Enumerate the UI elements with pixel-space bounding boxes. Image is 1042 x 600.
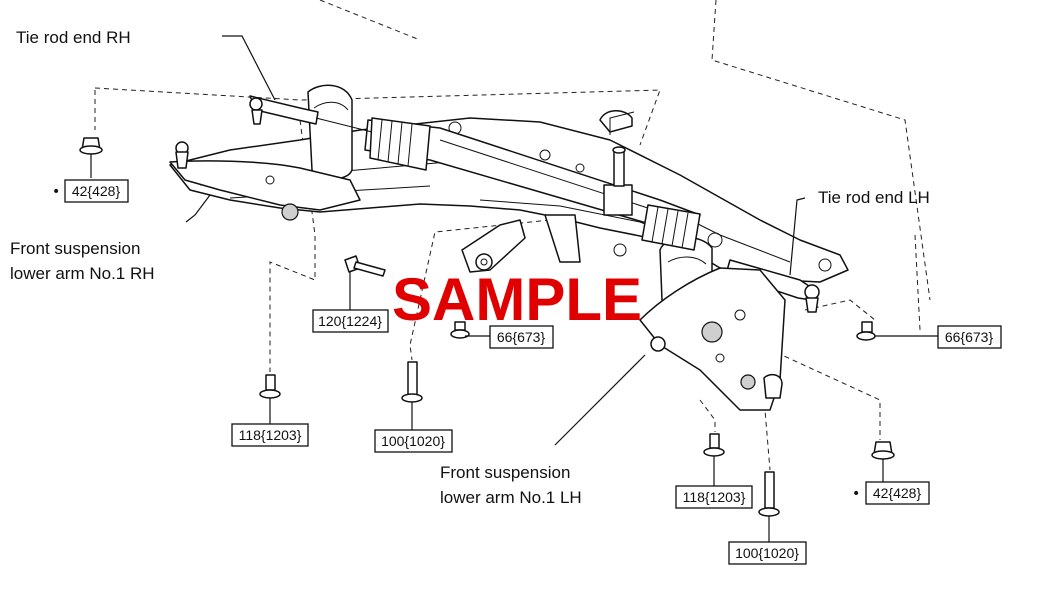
label-lower-arm-rh-line2: lower arm No.1 RH [10, 264, 155, 283]
part-labels: Tie rod end RH Tie rod end LH Front susp… [10, 28, 930, 507]
label-lower-arm-rh-line1: Front suspension [10, 239, 140, 258]
torque-callouts: 42{428} • 120{1224} 66{673} 66{673} 118{… [52, 179, 1002, 565]
flange-nut-rh [79, 137, 103, 155]
leader-lines [90, 35, 938, 542]
torque-nut-lh: 42{428} [873, 485, 922, 501]
dot-mark-rh: • [52, 184, 60, 200]
fasteners [79, 137, 895, 517]
torque-nut-rh: 42{428} [72, 183, 121, 199]
label-lower-arm-lh-line2: lower arm No.1 LH [440, 488, 582, 507]
torque-bolt-100-right: 100{1020} [735, 545, 799, 561]
flange-nut-lh [871, 441, 895, 460]
bolt-118-right [703, 433, 725, 457]
rack-boot-lh [641, 204, 701, 251]
tie-rod-end-rh-part [249, 95, 373, 133]
bolt-100-right [758, 471, 780, 517]
rack-boot-rh [369, 117, 431, 171]
torque-bolt-66-right: 66{673} [945, 329, 994, 345]
sample-watermark: SAMPLE [392, 266, 642, 333]
label-tie-rod-lh: Tie rod end LH [818, 188, 930, 207]
lower-arm-lh-part [639, 267, 786, 411]
torque-bolt-118-right: 118{1203} [683, 489, 746, 505]
label-tie-rod-rh: Tie rod end RH [16, 28, 131, 47]
lower-arm-rh-part [169, 141, 361, 221]
bolt-100-left [401, 361, 423, 403]
torque-bolt-66-center: 66{673} [497, 329, 546, 345]
torque-bolt-100-left: 100{1020} [381, 433, 445, 449]
bolt-66-center [450, 321, 470, 339]
torque-bolt-118-left: 118{1203} [239, 427, 302, 443]
bolt-120 [344, 255, 386, 277]
torque-bolt-120: 120{1224} [318, 313, 382, 329]
bolt-118-left [259, 374, 281, 399]
label-lower-arm-lh-line1: Front suspension [440, 463, 570, 482]
bolt-66-right [856, 321, 876, 341]
dot-mark-lh: • [852, 486, 860, 502]
steering-rack [364, 111, 701, 273]
